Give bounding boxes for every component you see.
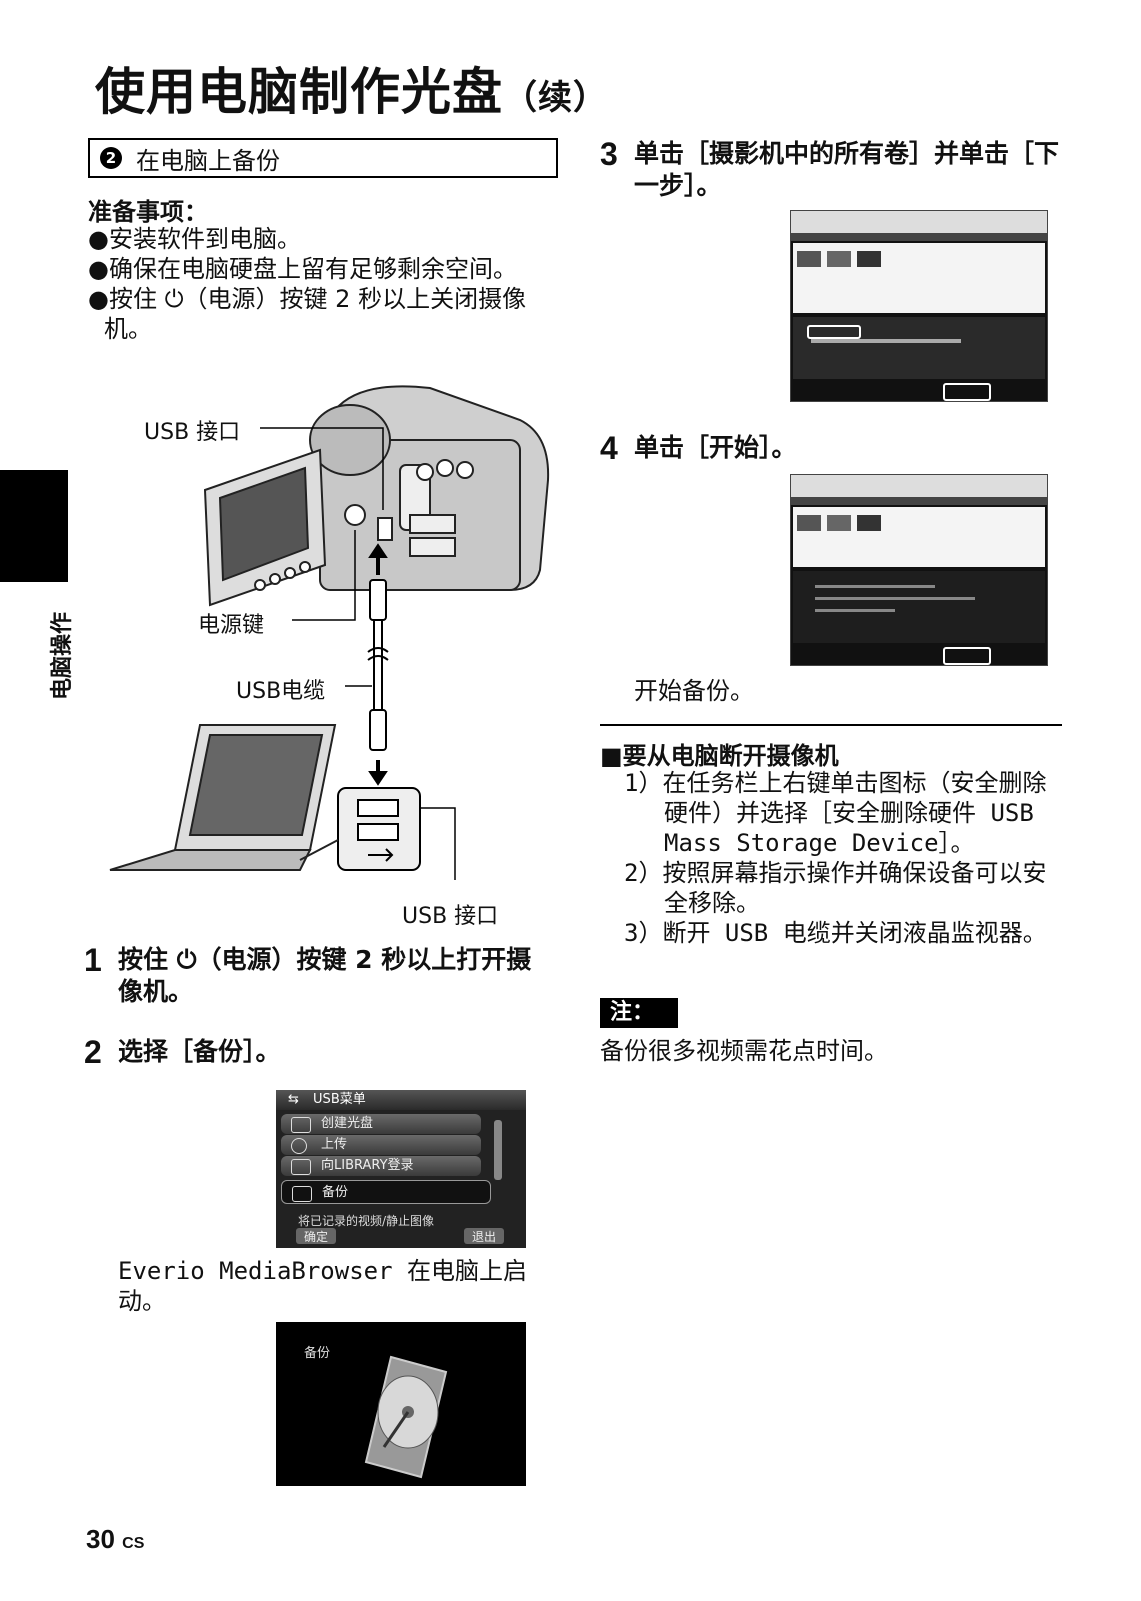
pc-usb-port-illustration [337,787,421,871]
hard-disk-icon [364,1355,448,1479]
camcorder-illustration [309,385,550,591]
menu-item-library[interactable]: 向LIBRARY登录 [281,1156,481,1176]
disconnect-item: 2）按照屏幕指示操作并确保设备可以安全移除。 [624,859,1047,917]
connection-diagram [109,385,550,880]
menu-item-create-disc[interactable]: 创建光盘 [281,1114,481,1134]
page-title: 使用电脑制作光盘（续） [95,63,608,121]
prep-item: ●安装软件到电脑。 [88,225,301,253]
step-2-result: Everio MediaBrowser 在电脑上启动。 [118,1257,527,1315]
section-label: 在电脑上备份 [136,146,280,175]
prep-item: ●确保在电脑硬盘上留有足够剩余空间。 [88,255,517,283]
backup-screen: 备份 [276,1322,526,1486]
all-volumes-option[interactable] [807,325,861,339]
camera-usb-menu-screen: ⇆ USB菜单 创建光盘 上传 向LIBRARY登录 备份 将已记录的视频/静止… [276,1090,526,1248]
section-number-badge: 2 [100,147,122,169]
usb-cable-label: USB电缆 [236,679,326,704]
globe-icon [291,1138,307,1154]
lcd-panel-illustration [203,448,327,607]
page-number: 30 CS [86,1524,145,1554]
menu-item-backup[interactable]: 备份 [281,1180,491,1204]
menu-ok-button[interactable]: 确定 [296,1228,336,1244]
usb-port-camera-label: USB 接口 [144,420,241,445]
note-tag: 注： [600,998,678,1028]
disconnect-item: 1）在任务栏上右键单击图标（安全删除硬件）并选择［安全删除硬件 USB Mass… [624,769,1047,857]
mediabrowser-screen-select-volume [790,210,1048,402]
disconnect-item: 3）断开 USB 电缆并关闭液晶监视器。 [624,919,1047,947]
disconnect-heading: ■要从电脑断开摄像机 [600,742,839,770]
disc-icon [291,1117,311,1133]
laptop-illustration [109,724,339,871]
backup-icon [292,1186,312,1202]
power-key-label: 电源键 [198,613,265,638]
library-icon [291,1159,311,1175]
menu-item-upload[interactable]: 上传 [281,1135,481,1155]
menu-description: 将已记录的视频/静止图像 [298,1214,435,1228]
backup-screen-label: 备份 [304,1346,331,1361]
side-tab-marker [0,470,68,582]
section-header: 2 在电脑上备份 [88,138,558,178]
menu-exit-button[interactable]: 退出 [464,1228,504,1244]
side-label: 电脑操作 [50,611,75,700]
prep-item: ●按住 ⏻（电源）按键 2 秒以上关闭摄像机。 [88,285,527,343]
start-button[interactable] [943,647,991,665]
note-text: 备份很多视频需花点时间。 [600,1037,888,1065]
step-4-result: 开始备份。 [634,677,754,705]
prep-list: ●安装软件到电脑。 ●确保在电脑硬盘上留有足够剩余空间。 ●按住 ⏻（电源）按键… [88,224,558,344]
usb-icon: ⇆ [288,1092,299,1107]
mediabrowser-screen-start [790,474,1048,666]
menu-scrollbar[interactable] [494,1120,502,1180]
usb-port-pc-label: USB 接口 [402,904,499,929]
prep-heading: 准备事项： [88,198,208,226]
next-button[interactable] [943,383,991,401]
divider [600,724,1062,726]
disconnect-list: 1）在任务栏上右键单击图标（安全删除硬件）并选择［安全删除硬件 USB Mass… [624,768,1054,948]
usb-menu-header: USB菜单 [313,1092,366,1107]
usb-cable-illustration [367,543,389,786]
